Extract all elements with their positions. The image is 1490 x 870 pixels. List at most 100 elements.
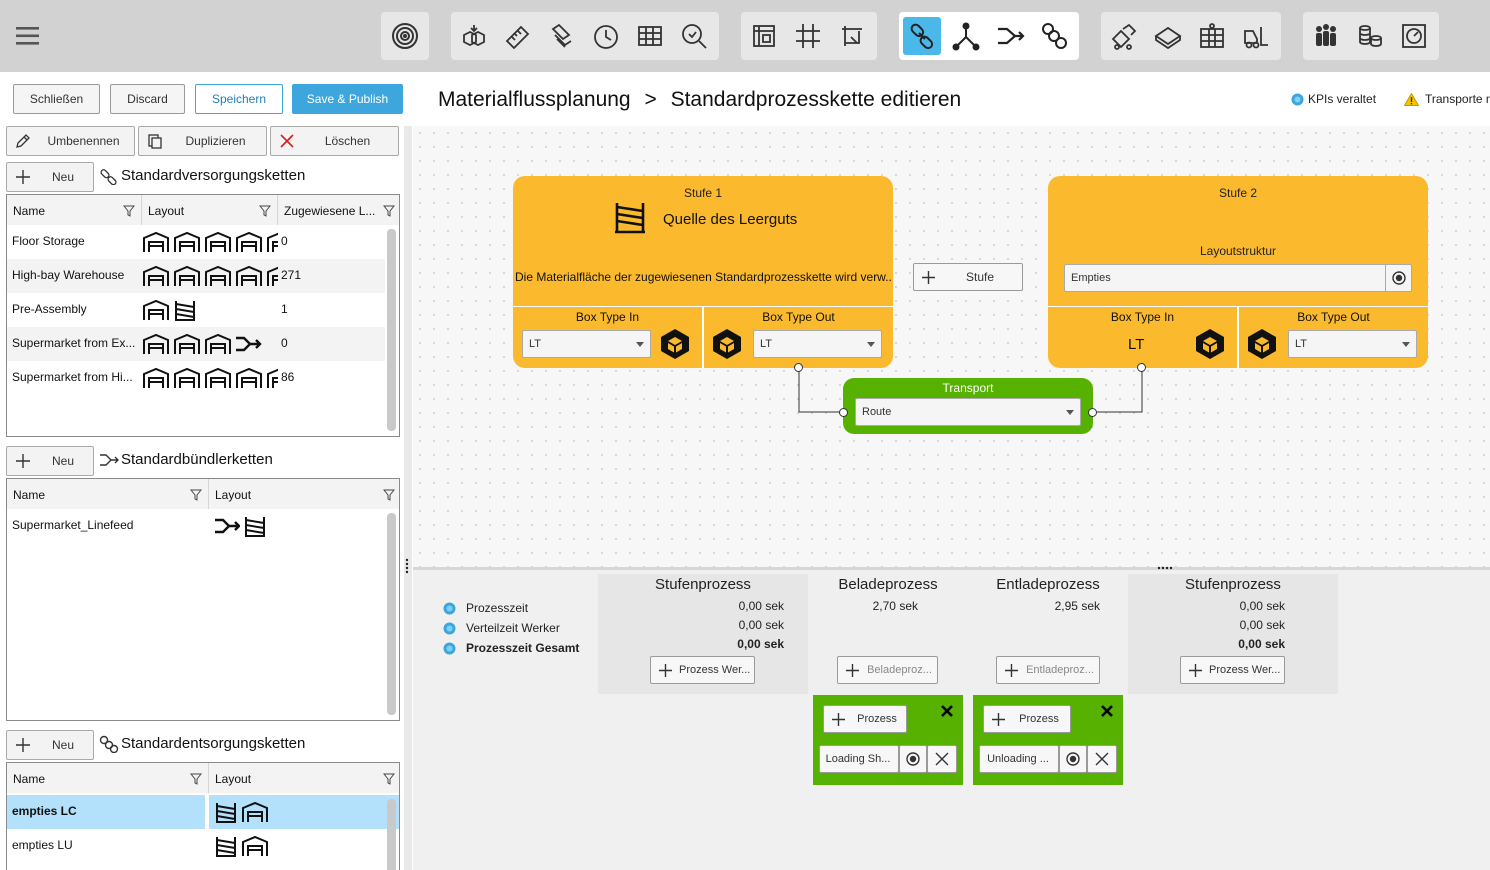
save-button[interactable]: Speichern <box>195 84 283 114</box>
kpi-status[interactable]: KPIs veraltet <box>1291 92 1376 106</box>
column-header-name[interactable]: Name <box>7 763 209 793</box>
filter-icon[interactable] <box>123 205 135 217</box>
panel-splitter[interactable] <box>404 126 412 870</box>
new-bundle-button[interactable]: Neu <box>6 446 94 476</box>
transport-out-port[interactable] <box>1088 408 1097 417</box>
column-header-name[interactable]: Name <box>7 195 142 225</box>
delete-button[interactable]: Löschen <box>270 126 399 156</box>
add-process-button[interactable]: Prozess Wer... <box>650 656 755 684</box>
filter-icon[interactable] <box>259 205 271 217</box>
horizontal-splitter[interactable] <box>413 566 1490 571</box>
column-header-layout[interactable]: Layout <box>209 763 399 793</box>
pallet-icon[interactable] <box>1149 17 1187 55</box>
hamburger-icon[interactable] <box>16 26 40 46</box>
row-name: empties LC <box>12 804 77 818</box>
people-icon[interactable] <box>1307 17 1345 55</box>
boxes-import-icon[interactable] <box>455 17 493 55</box>
forklift-icon[interactable] <box>1237 17 1275 55</box>
floorplan-icon[interactable] <box>745 17 783 55</box>
filter-icon[interactable] <box>383 205 395 217</box>
stage-2-layout-select[interactable]: Empties <box>1064 264 1412 292</box>
new-supply-button[interactable]: Neu <box>6 162 94 192</box>
filter-icon[interactable] <box>190 489 202 501</box>
layers-icon[interactable] <box>543 17 581 55</box>
gauge-icon[interactable] <box>1395 17 1433 55</box>
forklift-loading-icon[interactable] <box>1105 17 1143 55</box>
close-icon[interactable] <box>1100 704 1114 718</box>
duplicate-button[interactable]: Duplizieren <box>138 126 267 156</box>
target-icon[interactable] <box>1385 265 1411 291</box>
scrollbar[interactable] <box>387 513 396 715</box>
stage-1-box-in-select[interactable]: LT <box>522 330 651 358</box>
add-process-button[interactable]: Prozess Wer... <box>1180 656 1285 684</box>
ruler-icon[interactable] <box>499 17 537 55</box>
stage-2-box-out-select[interactable]: LT <box>1288 330 1417 358</box>
transport-card[interactable]: Transport Route <box>839 378 1097 434</box>
remove-icon[interactable] <box>1087 745 1117 773</box>
add-unloading-process-button[interactable]: Entladeproz... <box>996 656 1100 684</box>
bundle-arrow-icon[interactable] <box>991 17 1029 55</box>
add-loading-process-button[interactable]: Beladeproz... <box>837 656 938 684</box>
target-icon[interactable] <box>899 745 927 773</box>
close-icon[interactable] <box>940 704 954 718</box>
stage-1-card[interactable]: Stufe 1 Quelle des Leerguts Die Material… <box>513 176 893 372</box>
table-row[interactable]: empties LU <box>7 829 385 863</box>
transport-select[interactable]: Route <box>855 398 1081 426</box>
filter-icon[interactable] <box>190 773 202 785</box>
loading-process-item[interactable]: Loading Sh... <box>819 745 899 773</box>
grid-icon[interactable] <box>789 17 827 55</box>
stage-2-card[interactable]: Stufe 2 Layoutstruktur Empties Box Type … <box>1048 176 1428 372</box>
unloading-process-item[interactable]: Unloading ... <box>979 745 1059 773</box>
rename-button[interactable]: Umbenennen <box>6 126 135 156</box>
column-header-assigned[interactable]: Zugewiesene L... <box>278 195 399 225</box>
chain-disposal-icon[interactable] <box>1035 17 1073 55</box>
table-row[interactable]: Supermarket_Linefeed <box>7 509 385 543</box>
breadcrumb-root[interactable]: Materialflussplanung <box>438 88 631 111</box>
column-header-layout[interactable]: Layout <box>142 195 278 225</box>
warehouse-icon <box>235 367 263 389</box>
close-button[interactable]: Schließen <box>13 84 100 114</box>
add-stage-button[interactable]: Stufe <box>913 263 1023 291</box>
column-header-name[interactable]: Name <box>7 479 209 509</box>
add-loading-item-button[interactable]: Prozess <box>823 705 907 733</box>
row-name: High-bay Warehouse <box>12 268 125 282</box>
stage-1-description: Die Materialfläche der zugewiesenen Stan… <box>515 270 891 284</box>
transport-status[interactable]: Transporte ni <box>1404 92 1490 106</box>
filter-icon[interactable] <box>383 773 395 785</box>
grid-calc-icon[interactable] <box>631 17 669 55</box>
shelf-icon[interactable] <box>1193 17 1231 55</box>
search-zoom-icon[interactable] <box>675 17 713 55</box>
flow-rack-icon <box>243 515 267 537</box>
table-row-selected[interactable]: empties LC <box>7 795 399 829</box>
scrollbar[interactable] <box>387 229 396 431</box>
warehouse-icon <box>173 265 201 287</box>
add-unloading-item-button[interactable]: Prozess <box>983 705 1071 733</box>
scrollbar[interactable] <box>387 799 396 870</box>
area-edit-icon[interactable] <box>833 17 871 55</box>
process-chain-canvas[interactable]: Stufe 1 Quelle des Leerguts Die Material… <box>413 126 1490 567</box>
remove-icon[interactable] <box>927 745 957 773</box>
stage-1-box-out-select[interactable]: LT <box>753 330 882 358</box>
filter-icon[interactable] <box>383 489 395 501</box>
new-disposal-button[interactable]: Neu <box>6 730 94 760</box>
clock-icon[interactable] <box>587 17 625 55</box>
stage-2-in-port[interactable] <box>1137 363 1146 372</box>
stage-1-out-port[interactable] <box>794 363 803 372</box>
target-icon[interactable] <box>1059 745 1087 773</box>
table-row[interactable]: Supermarket from Hi...86 <box>7 361 385 395</box>
target-icon[interactable] <box>386 17 424 55</box>
save-publish-button[interactable]: Save & Publish <box>292 84 403 114</box>
merge-nodes-icon[interactable] <box>947 17 985 55</box>
column-header-layout[interactable]: Layout <box>209 479 399 509</box>
chain-link-icon <box>100 167 118 185</box>
kpi-status-text: KPIs veraltet <box>1308 92 1377 106</box>
discard-button[interactable]: Discard <box>110 84 185 114</box>
table-row[interactable]: Supermarket from Ex...0 <box>7 327 385 361</box>
process-column-loading: Beladeprozess 2,70 sek Beladeproz... <box>808 574 968 694</box>
chain-link-icon[interactable] <box>903 17 941 55</box>
transport-in-port[interactable] <box>839 408 848 417</box>
coins-icon[interactable] <box>1351 17 1389 55</box>
